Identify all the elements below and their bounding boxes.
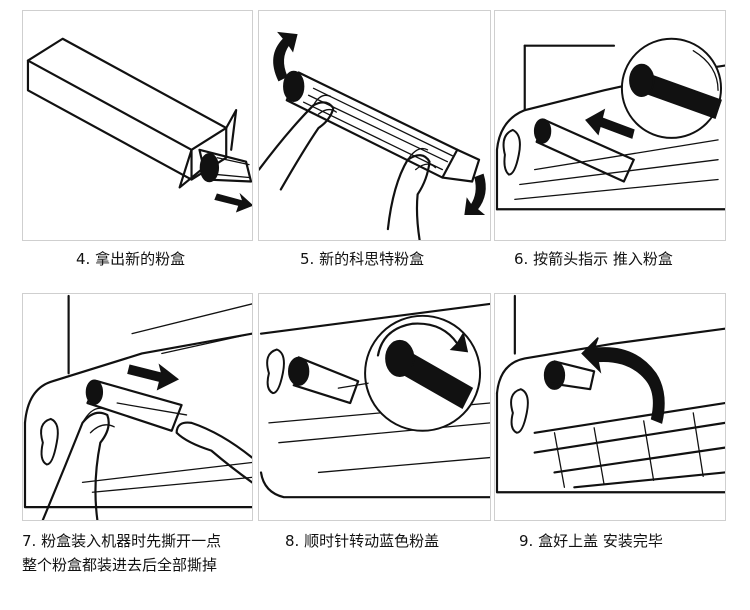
step-8-caption: 8. 顺时针转动蓝色粉盖: [285, 532, 440, 550]
step-7-illustration: [22, 293, 253, 521]
step-9-caption: 9. 盒好上盖 安装完毕: [519, 532, 663, 550]
step-8-illustration: [258, 293, 491, 521]
step-4-illustration: [22, 10, 253, 241]
step-4-caption: 4. 拿出新的粉盒: [76, 250, 186, 268]
step-5-caption: 5. 新的科思特粉盒: [300, 250, 425, 268]
step-9-illustration: [494, 293, 726, 521]
step-6-illustration: [494, 10, 726, 241]
step-6-caption: 6. 按箭头指示 推入粉盒: [514, 250, 673, 268]
step-7-caption-line-1: 7. 粉盒装入机器时先撕开一点: [22, 532, 222, 550]
step-7-caption-line-2: 整个粉盒都装进去后全部撕掉: [22, 556, 218, 574]
step-5-illustration: [258, 10, 491, 241]
